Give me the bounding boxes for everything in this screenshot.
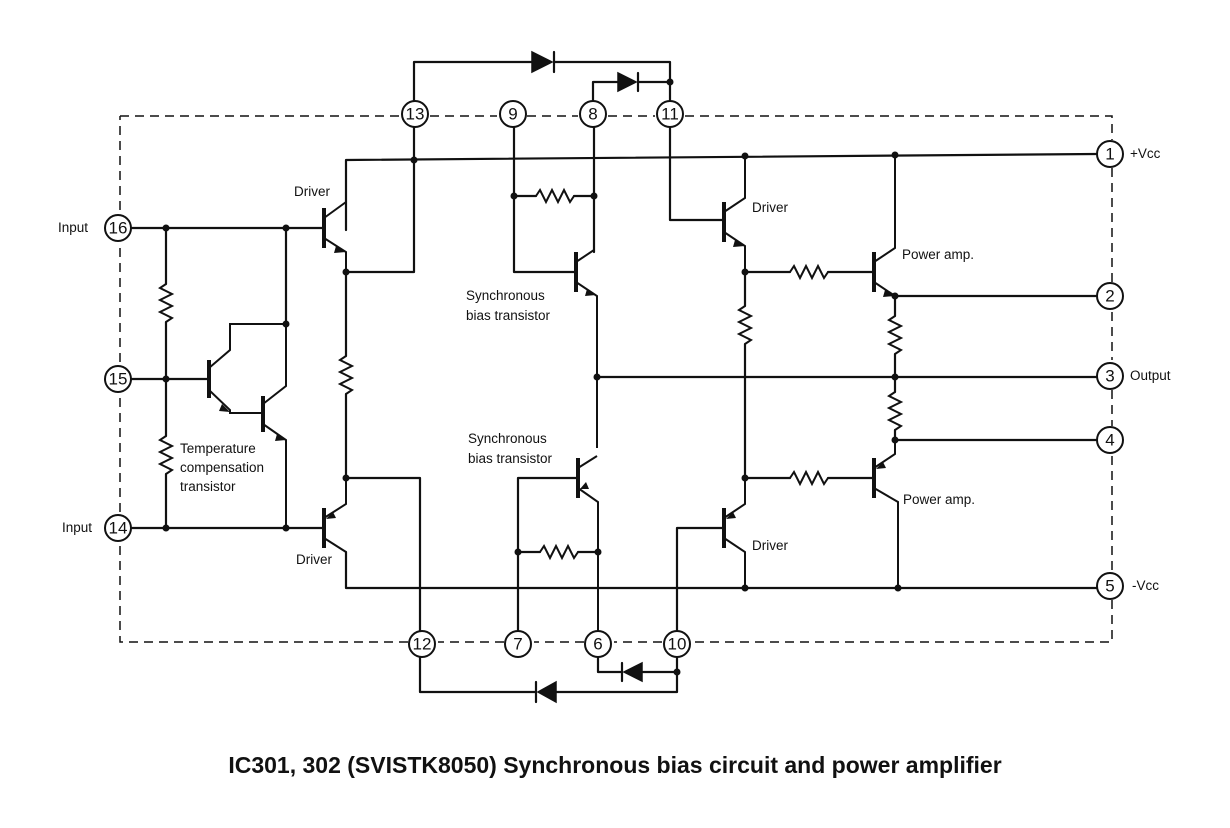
svg-text:3: 3 (1105, 367, 1114, 386)
pin-12: 12 (408, 630, 436, 658)
label-driver-top-left: Driver (294, 184, 331, 199)
svg-text:15: 15 (109, 370, 128, 389)
label-driver-top-right: Driver (752, 200, 789, 215)
diagram-caption: IC301, 302 (SVISTK8050) Synchronous bias… (228, 752, 1002, 778)
label-output: Output (1130, 368, 1171, 383)
svg-text:14: 14 (109, 519, 128, 538)
label-driver-bottom-right: Driver (752, 538, 789, 553)
svg-text:13: 13 (406, 105, 425, 124)
power-amp-transistor-top (743, 156, 1098, 442)
pin-4: 4 (1096, 426, 1124, 454)
label-temp-line3: transistor (180, 479, 236, 494)
svg-text:4: 4 (1105, 431, 1114, 450)
sync-bias-transistor-bottom (516, 455, 600, 634)
left-center-resistor-chain (337, 270, 422, 634)
vcc-negative-rail (344, 550, 1098, 590)
right-center-resistor (736, 268, 754, 480)
pin-8: 8 (579, 100, 607, 128)
pin-5: 5 (1096, 572, 1124, 600)
junction-dots (162, 78, 902, 676)
svg-text:9: 9 (508, 105, 517, 124)
label-vcc-negative: -Vcc (1132, 578, 1159, 593)
label-sync-bottom-line2: bias transistor (468, 451, 553, 466)
sync-bias-transistor-top (512, 126, 598, 448)
pin-7: 7 (504, 630, 532, 658)
pin-1: 1 (1096, 140, 1124, 168)
pin-11: 11 (656, 100, 684, 128)
pin-15: 15 (104, 365, 132, 393)
svg-text:2: 2 (1105, 287, 1114, 306)
label-sync-top-line2: bias transistor (466, 308, 551, 323)
label-power-amp-bottom: Power amp. (903, 492, 975, 507)
pin-3: 3 (1096, 362, 1124, 390)
label-input-top: Input (58, 220, 88, 235)
top-diode-8-11 (591, 71, 672, 106)
pin-13: 13 (401, 100, 429, 128)
pin-2: 2 (1096, 282, 1124, 310)
svg-text:6: 6 (593, 635, 602, 654)
svg-text:5: 5 (1105, 577, 1114, 596)
label-input-bottom: Input (62, 520, 92, 535)
label-temp-line1: Temperature (180, 441, 256, 456)
label-power-amp-top: Power amp. (902, 247, 974, 262)
svg-text:16: 16 (109, 219, 128, 238)
pin-9: 9 (499, 100, 527, 128)
driver-transistor-top-left (322, 126, 416, 274)
top-diode-13-11 (412, 50, 672, 106)
power-amp-transistor-bottom (743, 440, 899, 588)
label-driver-bottom-left: Driver (296, 552, 333, 567)
driver-transistor-bottom-right (675, 478, 746, 634)
pin-16: 16 (104, 214, 132, 242)
bottom-diode-6-10 (596, 654, 679, 683)
svg-text:7: 7 (513, 635, 522, 654)
vcc-positive-rail (344, 152, 1098, 232)
label-sync-bottom-line1: Synchronous (468, 431, 547, 446)
svg-text:10: 10 (668, 635, 687, 654)
pin-14: 14 (104, 514, 132, 542)
svg-text:11: 11 (661, 105, 679, 124)
svg-text:12: 12 (413, 635, 432, 654)
svg-text:1: 1 (1105, 145, 1114, 164)
pin-6: 6 (584, 630, 612, 658)
ic-package-outline (119, 115, 1113, 643)
label-temp-line2: compensation (180, 460, 264, 475)
driver-transistor-bottom-left (322, 478, 347, 553)
pin-10: 10 (663, 630, 691, 658)
svg-text:8: 8 (588, 105, 597, 124)
bottom-diode-10-12 (418, 654, 679, 704)
label-sync-top-line1: Synchronous (466, 288, 545, 303)
label-vcc-positive: +Vcc (1130, 146, 1161, 161)
driver-transistor-top-right (668, 126, 746, 270)
